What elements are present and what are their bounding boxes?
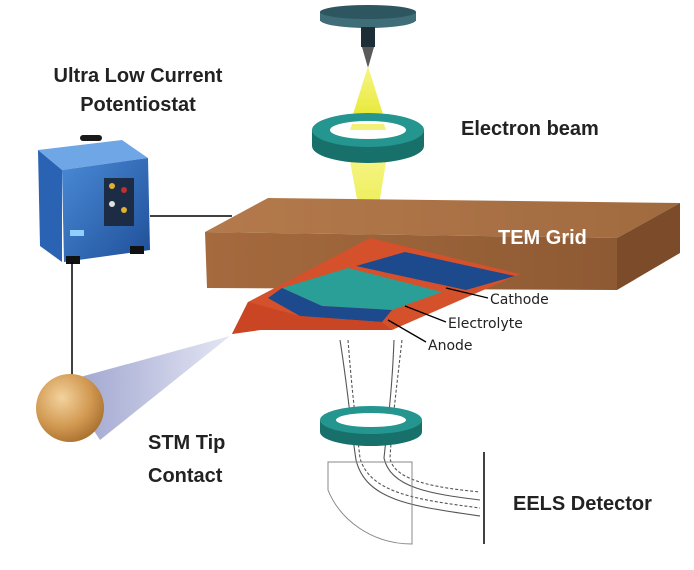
eels-detector-label: EELS Detector (513, 493, 652, 515)
projector-lens-icon (320, 406, 422, 446)
connection-wires (71, 215, 232, 378)
potentiostat-icon (38, 135, 150, 264)
cathode-label: Cathode (490, 292, 549, 308)
potentiostat-label-line1: Ultra Low Current (54, 65, 223, 87)
condenser-lens-icon (312, 113, 424, 163)
potentiostat-label-line2: Potentiostat (80, 94, 196, 116)
cathode-layer (356, 252, 515, 290)
tem-grid-label: TEM Grid (498, 227, 587, 249)
electrolyte-layer (282, 268, 442, 310)
stm-tip-label-line1: STM Tip (148, 432, 225, 454)
stm-tip-label-line2: Contact (148, 465, 223, 487)
scattered-electron-paths (339, 339, 481, 517)
electrode-stack (232, 238, 520, 334)
electron-gun-icon (320, 5, 416, 68)
electrode-cathode-stripe (268, 288, 392, 322)
eels-detector-icon (327, 452, 485, 545)
label-leader-lines (387, 287, 489, 343)
stm-tip-icon (36, 336, 230, 442)
electrolyte-label: Electrolyte (448, 316, 523, 332)
anode-label: Anode (428, 338, 473, 354)
electron-beam-label: Electron beam (461, 118, 599, 140)
